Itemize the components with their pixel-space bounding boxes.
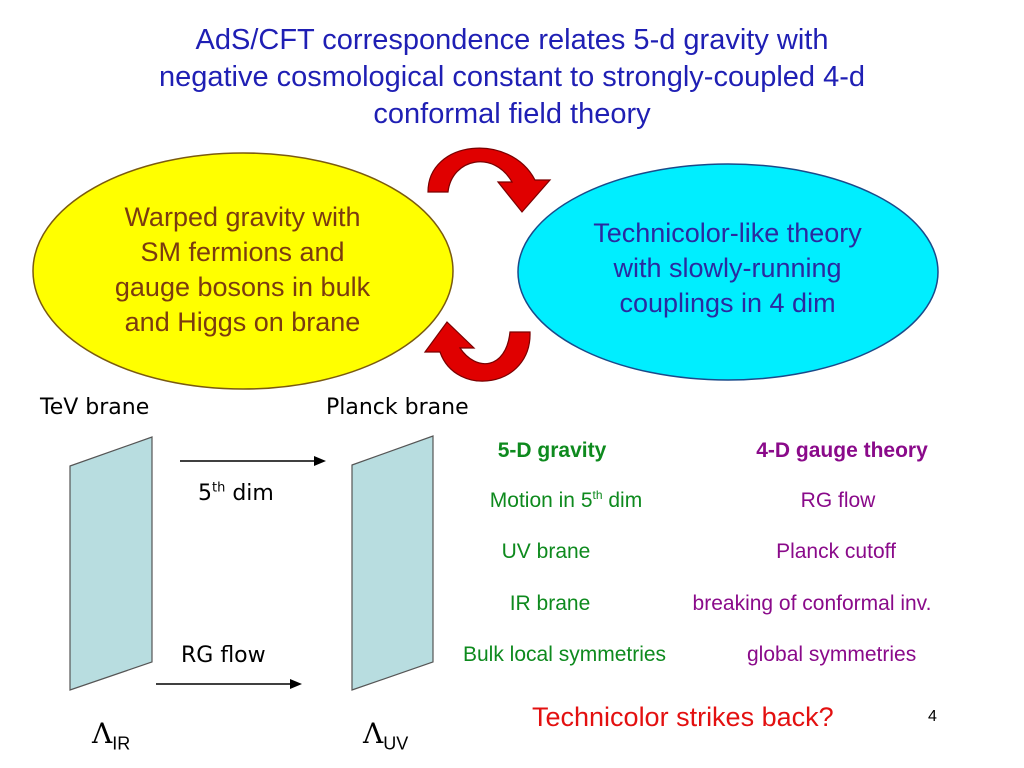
footer-question: Technicolor strikes back?	[532, 702, 834, 732]
table-row-1-left-base: Motion in 5	[489, 489, 593, 512]
table-header-gauge: 4-D gauge theory	[756, 439, 928, 462]
tev-brane-label: TeV brane	[40, 395, 150, 420]
rg-flow-label: RG flow	[181, 643, 266, 668]
curved-arrow-bottom-icon	[423, 321, 531, 382]
table-row-4-right: global symmetries	[747, 643, 917, 666]
lambda-ir-label: ΛIR	[92, 717, 130, 753]
tev-brane-shape	[69, 436, 153, 691]
table-header-gravity: 5-D gravity	[497, 439, 607, 462]
table-row-3-left: IR brane	[509, 592, 591, 615]
lambda-ir-subscript: IR	[112, 733, 131, 754]
technicolor-ellipse	[517, 163, 939, 381]
fifth-dim-sup: th	[212, 480, 226, 496]
left-bubble-line-3: gauge bosons in bulk	[114, 272, 371, 302]
lambda-ir-symbol: Λ	[92, 717, 113, 750]
table-row-1-left: Motion in 5th dim	[452, 489, 680, 513]
fifth-dim-rest: dim	[225, 481, 274, 506]
lambda-uv-symbol: Λ	[363, 717, 384, 750]
right-bubble-line-3: couplings in 4 dim	[619, 288, 836, 318]
curved-arrow-top-icon	[427, 147, 552, 213]
right-bubble-line-2: with slowly-running	[613, 253, 842, 283]
fifth-dim-base: 5	[198, 481, 212, 506]
slide-title: AdS/CFT correspondence relates 5-d gravi…	[40, 22, 984, 133]
left-bubble-line-1: Warped gravity with	[124, 202, 361, 232]
table-row-1-left-sup: th	[592, 488, 603, 502]
right-bubble-text: Technicolor-like theory with slowly-runn…	[530, 216, 925, 321]
lambda-uv-subscript: UV	[383, 733, 409, 754]
page-number: 4	[928, 708, 937, 725]
left-bubble-line-2: SM fermions and	[140, 237, 345, 267]
planck-brane-shape	[351, 435, 434, 691]
lambda-uv-label: ΛUV	[363, 717, 408, 753]
table-row-2-left: UV brane	[501, 540, 591, 563]
fifth-dim-label: 5th dim	[198, 481, 274, 506]
left-bubble-text: Warped gravity with SM fermions and gaug…	[55, 200, 430, 340]
table-row-2-right: Planck cutoff	[776, 540, 896, 563]
title-line-3: conformal field theory	[373, 98, 651, 130]
title-line-1: AdS/CFT correspondence relates 5-d gravi…	[195, 24, 829, 56]
right-bubble-line-1: Technicolor-like theory	[593, 218, 862, 248]
table-row-1-left-rest: dim	[602, 489, 643, 512]
rg-flow-arrow-icon	[156, 679, 302, 689]
warped-gravity-ellipse	[32, 152, 454, 390]
table-row-4-left: Bulk local symmetries	[463, 643, 667, 666]
left-bubble-line-4: and Higgs on brane	[124, 307, 361, 337]
table-row-3-right: breaking of conformal inv.	[692, 592, 932, 615]
title-line-2: negative cosmological constant to strong…	[158, 61, 866, 93]
planck-brane-label: Planck brane	[326, 395, 469, 420]
table-row-1-right: RG flow	[800, 489, 876, 512]
fifth-dim-arrow-icon	[180, 456, 326, 466]
